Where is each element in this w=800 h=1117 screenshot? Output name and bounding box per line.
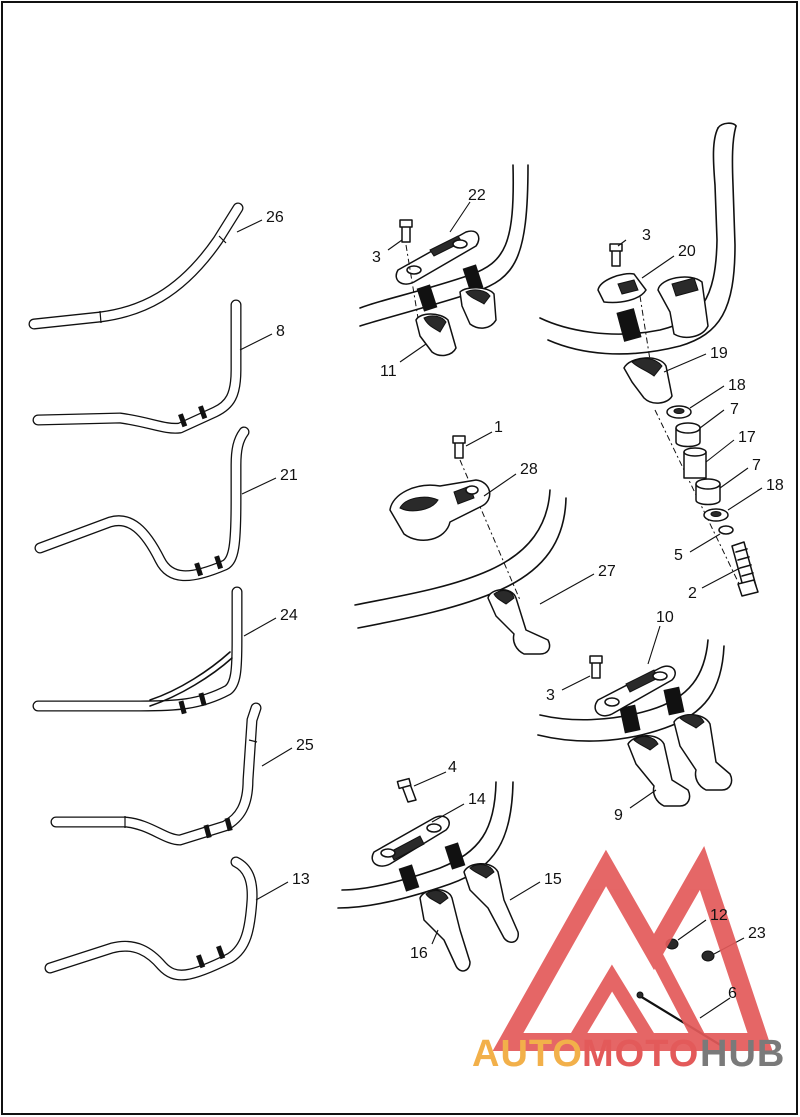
- handlebar-26: [28, 202, 244, 330]
- callout-13: 13: [292, 871, 310, 888]
- handlebar-8: [32, 299, 242, 434]
- callout-27: 27: [598, 563, 616, 580]
- callout-3-lower: 3: [546, 687, 555, 704]
- callout-18-lower: 18: [766, 477, 784, 494]
- assembly-14: [337, 777, 519, 972]
- callout-4: 4: [448, 759, 457, 776]
- callout-26: 26: [266, 209, 284, 226]
- callout-21: 21: [280, 467, 298, 484]
- watermark-moto: MOTO: [582, 1033, 699, 1075]
- callout-28: 28: [520, 461, 538, 478]
- handlebar-24: [32, 586, 243, 715]
- callout-17: 17: [738, 429, 756, 446]
- callout-14: 14: [468, 791, 486, 808]
- callout-1: 1: [494, 419, 503, 436]
- leader-lines: [236, 201, 763, 1019]
- callout-22: 22: [468, 187, 486, 204]
- callout-5: 5: [674, 547, 683, 564]
- callout-23: 23: [748, 925, 766, 942]
- watermark-hub: HUB: [700, 1033, 785, 1075]
- assembly-22: [359, 164, 529, 357]
- watermark-logo: [492, 846, 773, 1051]
- callout-18-upper: 18: [728, 377, 746, 394]
- callout-7-upper: 7: [730, 401, 739, 418]
- watermark-auto: AUTO: [472, 1033, 583, 1075]
- callout-25: 25: [296, 737, 314, 754]
- assembly-20: [539, 122, 759, 597]
- handlebar-13: [44, 856, 258, 981]
- callout-11: 11: [380, 363, 397, 380]
- callout-10: 10: [656, 609, 674, 626]
- callout-16: 16: [410, 945, 428, 962]
- callout-6: 6: [728, 985, 737, 1002]
- callout-3-upper-left: 3: [372, 249, 381, 266]
- callout-3-upper-right: 3: [642, 227, 651, 244]
- callout-8: 8: [276, 323, 285, 340]
- callout-12: 12: [710, 907, 728, 924]
- callout-24: 24: [280, 607, 298, 624]
- callout-19: 19: [710, 345, 728, 362]
- callout-7-lower: 7: [752, 457, 761, 474]
- assembly-10: [537, 639, 733, 807]
- callout-9: 9: [614, 807, 623, 824]
- handlebar-21: [34, 426, 250, 582]
- callout-20: 20: [678, 243, 696, 260]
- watermark-text: AUTO MOTO HUB: [472, 1033, 785, 1075]
- callout-15: 15: [544, 871, 562, 888]
- callout-2: 2: [688, 585, 697, 602]
- handlebar-25: [50, 702, 262, 846]
- assembly-28: [354, 435, 567, 655]
- callout-labels: 26 8 21 24 25 13 22 3 11 3 20 19 18 7 17…: [266, 187, 784, 1002]
